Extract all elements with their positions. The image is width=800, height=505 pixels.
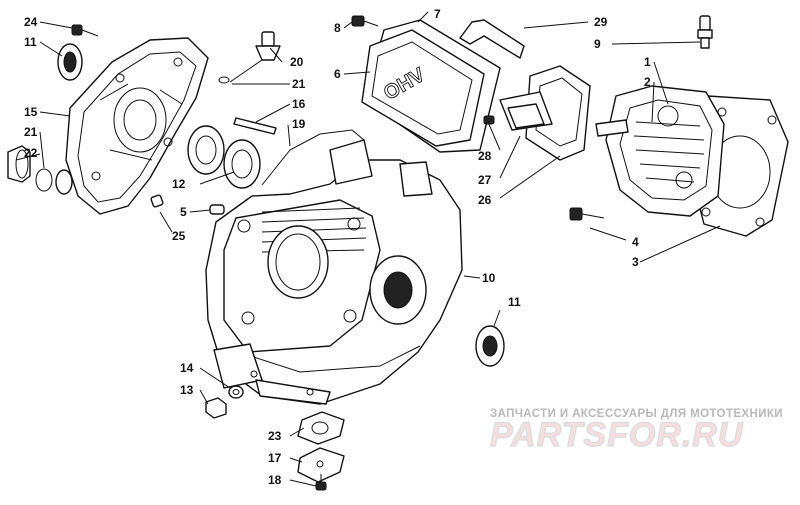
callout-21: 21: [292, 77, 306, 91]
rocker-assembly[interactable]: [499, 65, 591, 161]
callout-29: 29: [594, 15, 608, 29]
watermark-subtitle: ЗАПЧАСТИ И АКСЕССУАРЫ ДЛЯ МОТОТЕХНИКИ: [490, 408, 783, 420]
breather-plate[interactable]: [297, 447, 345, 483]
cover-bolt[interactable]: [351, 15, 379, 27]
dowel-pin-5[interactable]: [209, 204, 225, 215]
callout-1: 1: [644, 55, 651, 69]
callout-24: 24: [24, 15, 38, 29]
callout-28: 28: [478, 149, 492, 163]
callout-20: 20: [290, 55, 304, 69]
drain-plug[interactable]: [7, 145, 31, 183]
dowel-pin-25[interactable]: [150, 194, 164, 208]
callout-14: 14: [180, 361, 194, 375]
callout-11: 11: [24, 35, 37, 49]
valve-cover[interactable]: OHV: [361, 29, 485, 147]
callout-19: 19: [292, 117, 306, 131]
callout-12: 12: [172, 177, 186, 191]
callout-13: 13: [180, 383, 194, 397]
callout-15: 15: [24, 105, 38, 119]
callout-27: 27: [478, 173, 492, 187]
head-bolt[interactable]: [569, 207, 605, 221]
oil-seal-right[interactable]: [475, 325, 505, 367]
callout-4: 4: [632, 235, 639, 249]
callout-5: 5: [180, 205, 187, 219]
callout-16: 16: [292, 97, 306, 111]
callout-7: 7: [434, 7, 441, 21]
callout-8: 8: [334, 21, 341, 35]
o-ring-left[interactable]: [35, 168, 73, 195]
callout-10: 10: [482, 271, 496, 285]
callout-18: 18: [268, 473, 282, 487]
callout-25: 25: [172, 229, 186, 243]
governor-shaft[interactable]: [233, 117, 277, 135]
drain-bolt-13[interactable]: [205, 397, 227, 419]
pushrod-screw[interactable]: [483, 115, 495, 125]
bearing-pair[interactable]: [187, 125, 261, 189]
callout-6: 6: [334, 67, 341, 81]
callout-22: 22: [24, 146, 38, 160]
oil-seal-left[interactable]: [57, 43, 83, 81]
callout-9: 9: [594, 37, 601, 51]
spark-plug[interactable]: [697, 15, 713, 49]
watermark: ЗАПЧАСТИ И АКСЕССУАРЫ ДЛЯ МОТОТЕХНИКИ PA…: [489, 408, 783, 455]
washer-14[interactable]: [228, 385, 244, 399]
callout-17: 17: [268, 451, 282, 465]
callout-11: 11: [508, 295, 521, 309]
callout-21: 21: [24, 125, 38, 139]
callout-3: 3: [632, 255, 639, 269]
bolt-24[interactable]: [71, 24, 99, 37]
watermark-brand-fill: PARTSFOR.RU: [490, 416, 744, 454]
callout-23: 23: [268, 429, 282, 443]
crankcase-cover[interactable]: [65, 37, 209, 215]
leader-lines: [15, 11, 721, 487]
callout-labels: 24 11 15 21 22 20 21 16 19 12 5 25 7 8 6…: [24, 7, 651, 487]
breather-hose[interactable]: [459, 19, 525, 59]
watermark-brand: PARTSFOR.RU: [490, 416, 744, 454]
breather-gasket[interactable]: [297, 411, 345, 445]
o-ring-center[interactable]: [218, 76, 230, 84]
callout-2: 2: [644, 75, 651, 89]
callout-26: 26: [478, 193, 492, 207]
oil-filler-cap[interactable]: [229, 31, 281, 83]
cylinder-block[interactable]: [205, 139, 463, 405]
cylinder-head[interactable]: [595, 85, 725, 217]
